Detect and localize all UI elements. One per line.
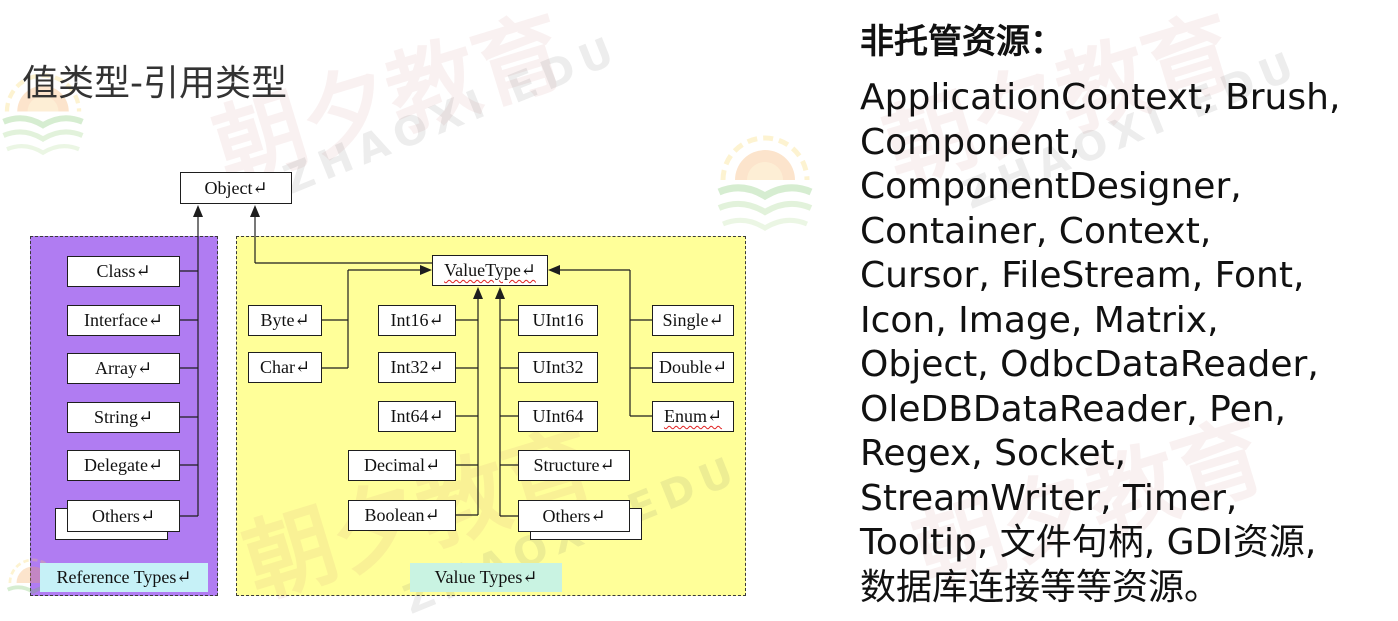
type-label: Byte↵ xyxy=(260,310,310,330)
type-label: Class↵ xyxy=(96,261,151,281)
type-label: Char↵ xyxy=(259,357,311,377)
arrowhead xyxy=(473,287,483,299)
reference-types-label: Reference Types↵ xyxy=(40,563,208,592)
single-type-box: Single↵ xyxy=(652,305,734,336)
resource-line: Object, OdbcDataReader, xyxy=(860,344,1319,385)
structure-type-box: Structure↵ xyxy=(518,450,630,481)
type-label: Object↵ xyxy=(204,177,268,198)
string-type-box: String↵ xyxy=(67,402,180,433)
resource-line: StreamWriter, Timer, xyxy=(860,477,1238,519)
type-label: ValueType↵ xyxy=(444,260,536,280)
unmanaged-resources-list: ApplicationContext, Brush, Component, Co… xyxy=(860,76,1340,610)
arrowhead xyxy=(420,265,432,275)
others-value-box: Others↵ xyxy=(518,500,630,532)
valuetype-box: ValueType↵ xyxy=(432,255,548,286)
delegate-type-box: Delegate↵ xyxy=(67,450,180,481)
boolean-type-box: Boolean↵ xyxy=(348,500,456,531)
enum-type-box: Enum↵ xyxy=(652,401,734,432)
array-type-box: Array↵ xyxy=(67,353,180,384)
uint64-type-box: UInt64 xyxy=(518,401,598,432)
object-type-box: Object↵ xyxy=(180,172,292,204)
type-label: Single↵ xyxy=(662,310,724,330)
area-label-text: Reference Types↵ xyxy=(56,567,192,587)
arrowhead xyxy=(548,265,560,275)
double-type-box: Double↵ xyxy=(652,352,734,383)
others-reference-box: Others↵ xyxy=(67,500,180,532)
arrowhead xyxy=(250,205,260,217)
type-label: Interface↵ xyxy=(83,310,164,330)
type-label: Decimal↵ xyxy=(363,455,441,475)
value-types-label: Value Types↵ xyxy=(410,563,562,592)
type-label: Array↵ xyxy=(94,358,153,378)
resource-line: Regex, Socket, xyxy=(860,433,1127,474)
arrowhead xyxy=(495,287,505,299)
char-type-box: Char↵ xyxy=(248,352,322,383)
type-label: Enum↵ xyxy=(663,406,723,426)
byte-type-box: Byte↵ xyxy=(248,305,322,336)
resource-line: Container, Context, xyxy=(860,210,1212,252)
type-label: Delegate↵ xyxy=(83,455,164,475)
resource-line: Component, xyxy=(860,121,1081,163)
type-label: Others↵ xyxy=(91,505,156,526)
int32-type-box: Int32↵ xyxy=(378,352,456,383)
type-label: UInt32 xyxy=(532,357,584,377)
int16-type-box: Int16↵ xyxy=(378,305,456,336)
slide-title: 值类型-引用类型 xyxy=(22,63,287,104)
type-label: Int32↵ xyxy=(390,357,444,377)
area-label-text: Value Types↵ xyxy=(434,567,538,587)
decimal-type-box: Decimal↵ xyxy=(348,450,456,481)
resource-line: Cursor, FileStream, Font, xyxy=(860,255,1305,296)
type-label: Int16↵ xyxy=(390,310,444,330)
type-label: Boolean↵ xyxy=(364,505,440,525)
uint32-type-box: UInt32 xyxy=(518,352,598,383)
type-label: Int64↵ xyxy=(390,406,444,426)
type-label: UInt64 xyxy=(532,406,584,426)
type-label: String↵ xyxy=(93,407,154,427)
resource-line: OleDBDataReader, Pen, xyxy=(860,388,1286,430)
resource-line: Icon, Image, Matrix, xyxy=(860,299,1219,341)
unmanaged-resources-heading: 非托管资源： xyxy=(860,22,1064,62)
resource-line: ComponentDesigner, xyxy=(860,166,1242,207)
resource-line: 数据库连接等等资源。 xyxy=(860,566,1221,608)
resource-line: ApplicationContext, Brush, xyxy=(860,77,1341,118)
interface-type-box: Interface↵ xyxy=(67,305,180,336)
type-label: Double↵ xyxy=(658,357,728,377)
arrowhead xyxy=(193,205,203,217)
diagram-connectors xyxy=(180,205,652,517)
type-label: UInt16 xyxy=(532,310,584,330)
resource-line: Tooltip, 文件句柄, GDI资源, xyxy=(860,522,1317,563)
type-label: Structure↵ xyxy=(533,455,615,475)
class-type-box: Class↵ xyxy=(67,256,180,287)
uint16-type-box: UInt16 xyxy=(518,305,598,336)
type-label: Others↵ xyxy=(542,505,606,526)
int64-type-box: Int64↵ xyxy=(378,401,456,432)
